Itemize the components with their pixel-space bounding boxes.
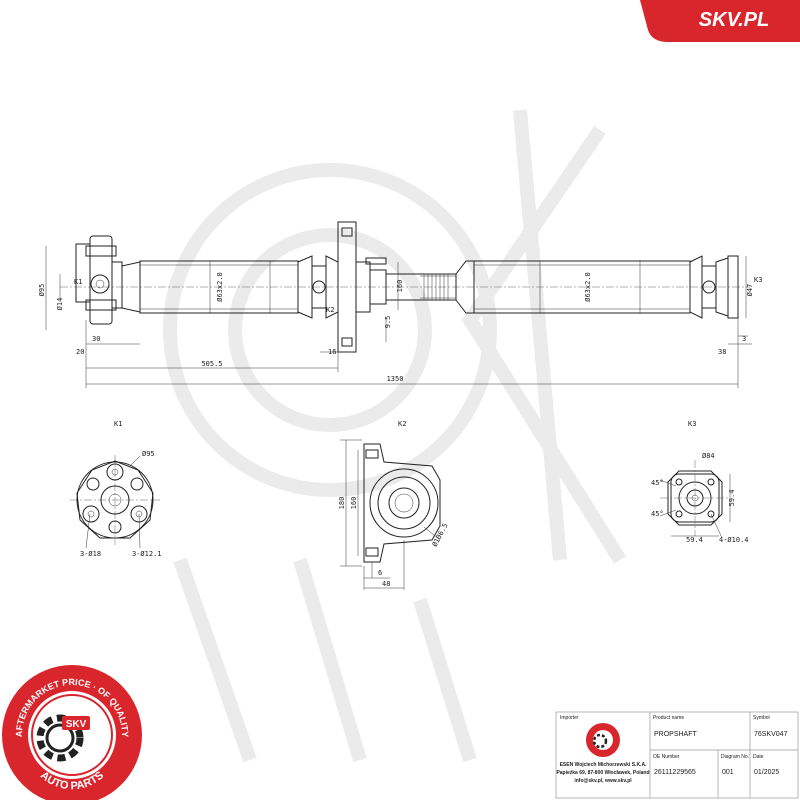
dim-59-4-vertical: 59.4 xyxy=(728,490,736,507)
stamp-center-badge: SKV xyxy=(62,716,90,730)
middle-universal-joint xyxy=(297,255,339,319)
dim-d14-main: Ø14 xyxy=(56,298,64,311)
main-shaft-view: Ø95 Ø14 Ø63x2.0 Ø63x2.0 Ø47 160 9.5 20 3… xyxy=(38,221,762,388)
dim-d63-left: Ø63x2.0 xyxy=(216,272,224,302)
date-label: Date xyxy=(753,754,764,760)
dim-d84: Ø84 xyxy=(702,452,715,460)
importer-logo xyxy=(586,723,620,757)
slip-spline xyxy=(385,260,475,314)
dim-48: 48 xyxy=(382,580,390,588)
importer-label: Importer xyxy=(560,715,579,721)
quality-stamp: AFTERMARKET PRICE · OF QUALITY AUTO PART… xyxy=(2,665,142,800)
product-label: Product name xyxy=(653,715,684,721)
label-k2-main: K2 xyxy=(326,306,334,314)
oe-value: 26111229565 xyxy=(654,769,696,776)
dim-d95-main: Ø95 xyxy=(38,284,46,297)
dim-d47: Ø47 xyxy=(746,284,754,297)
diagram-label: Diagram No. xyxy=(721,754,749,760)
importer-line-2: Papieżka 69, 87-800 Włocławek, Poland xyxy=(556,770,649,776)
dim-45-top: 45° xyxy=(651,479,664,487)
dim-20: 20 xyxy=(76,348,84,356)
dim-d95-k1: Ø95 xyxy=(142,450,155,458)
title-block: Importer ESEN Wojciech Michorzewski S.K.… xyxy=(555,711,799,799)
label-k3-detail: K3 xyxy=(688,420,696,428)
dim-505-5: 505.5 xyxy=(201,360,222,368)
brand-logo-text: SKV.PL xyxy=(699,9,769,31)
label-k1-main: K1 xyxy=(74,278,82,286)
dim-1350: 1350 xyxy=(387,375,404,383)
product-value: PROPSHAFT xyxy=(654,731,698,738)
dim-d63-right: Ø63x2.0 xyxy=(584,272,592,302)
dim-30: 30 xyxy=(92,335,100,343)
dim-3: 3 xyxy=(742,335,746,343)
oe-label: OE Number xyxy=(653,754,680,760)
label-k1-detail: K1 xyxy=(114,420,122,428)
symbol-value: 76SKV047 xyxy=(754,731,788,738)
dim-holes18: 3-Ø18 xyxy=(80,550,101,558)
dim-6: 6 xyxy=(378,569,382,577)
gear-icon xyxy=(36,714,84,762)
dim-45-bottom: 45° xyxy=(651,510,664,518)
dim-160-k2: 160 xyxy=(350,497,358,510)
detail-k1: K1 Ø95 3-Ø18 3-Ø12.1 xyxy=(70,420,162,558)
svg-text:SKV: SKV xyxy=(66,719,87,730)
right-universal-joint xyxy=(689,255,739,319)
left-flex-coupling xyxy=(75,235,141,325)
importer-line-1: ESEN Wojciech Michorzewski S.K.A. xyxy=(560,762,647,768)
dim-38: 38 xyxy=(718,348,726,356)
dim-holes-10-4: 4-Ø10.4 xyxy=(719,536,749,544)
dimensions xyxy=(45,246,752,388)
label-k2-detail: K2 xyxy=(398,420,406,428)
importer-line-3: info@skv.pl, www.skv.pl xyxy=(574,778,632,784)
dim-holes12: 3-Ø12.1 xyxy=(132,550,162,558)
brand-logo[interactable]: SKV.PL xyxy=(640,0,800,42)
dim-16: 16 xyxy=(328,348,336,356)
dim-59-4-horizontal: 59.4 xyxy=(686,536,703,544)
brand-logo-shape xyxy=(640,0,800,42)
symbol-label: Symbol xyxy=(753,715,770,721)
label-k3-main: K3 xyxy=(754,276,762,284)
watermark xyxy=(163,109,626,763)
dim-9-5: 9.5 xyxy=(384,316,392,329)
detail-k3: K3 Ø84 45° 45° 59.4 59.4 4-Ø10.4 xyxy=(651,420,749,544)
left-tube xyxy=(139,260,299,314)
dim-180: 180 xyxy=(338,497,346,510)
diagram-value: 001 xyxy=(722,769,734,776)
date-value: 01/2025 xyxy=(754,769,779,776)
dim-160-main: 160 xyxy=(396,280,404,293)
